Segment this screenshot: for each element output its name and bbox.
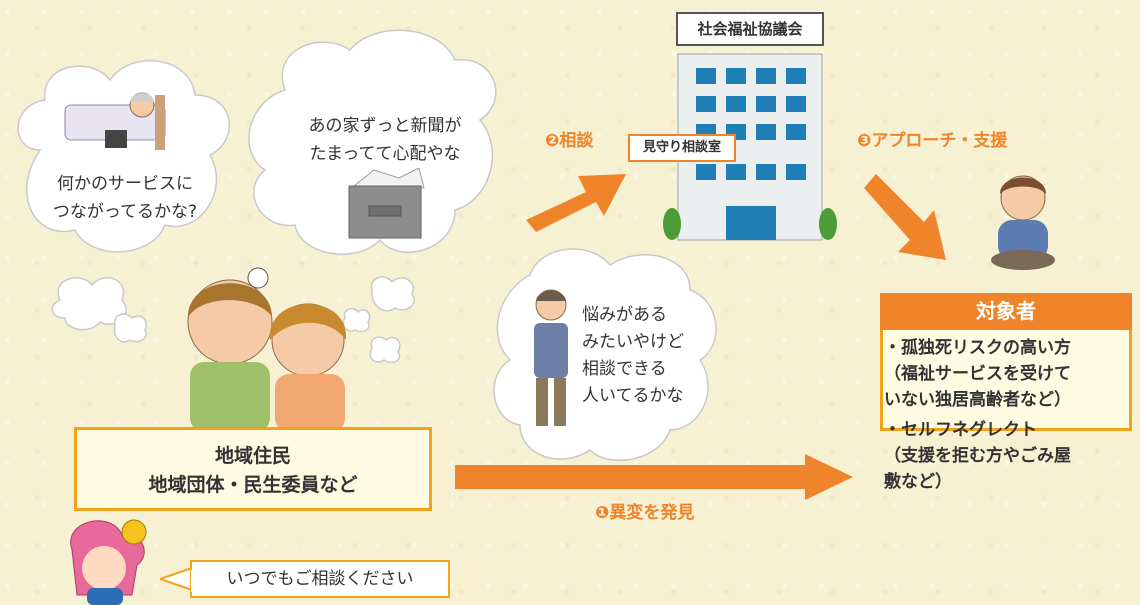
target-item-2: ・セルフネグレクト （支援を拒む方やごみ屋 敷など） <box>884 420 1071 492</box>
newspaper-thought-text: あの家ずっと新聞が たまってて心配やな <box>308 116 462 164</box>
speech-tail-icon <box>160 566 193 592</box>
small-cloud-2 <box>113 313 147 343</box>
newspaper-box-icon <box>348 168 425 239</box>
step3-arrow <box>864 174 946 260</box>
community-residents-box: 地域住民 地域団体・民生委員など <box>74 427 432 511</box>
step1-label: ❶異変を発見 <box>595 503 695 523</box>
elderly-in-bed-icon <box>64 92 166 150</box>
target-item-1: ・孤独死リスクの高い方 （福祉サービスを受けて いない独居高齢者など） <box>884 338 1071 410</box>
step1-arrow <box>455 454 853 500</box>
social-welfare-council-label: 社会福祉協議会 <box>676 12 824 46</box>
worried-man-icon <box>534 289 568 426</box>
newspaper-thought-cloud <box>248 29 497 255</box>
step3-label: ❸アプローチ・支援 <box>857 131 1008 151</box>
step2-label: ❷相談 <box>545 131 594 151</box>
watch-consultation-sign: 見守り相談室 <box>628 134 736 162</box>
small-cloud-4 <box>342 307 371 333</box>
small-cloud-3 <box>370 276 415 312</box>
residents-line1: 地域住民 <box>214 445 291 467</box>
target-body: ・孤独死リスクの高い方 （福祉サービスを受けて いない独居高齢者など） ・セルフ… <box>884 335 1134 515</box>
small-cloud-5 <box>369 336 401 364</box>
target-header: 対象者 <box>880 293 1132 330</box>
step2-arrow <box>526 174 626 232</box>
sad-child-icon <box>991 175 1055 270</box>
speech-tail-cover <box>191 570 195 592</box>
mascot-icon <box>70 519 147 605</box>
elderly-thought-text: 何かのサービスに つながってるかな? <box>52 174 198 222</box>
worried-thought-text: 悩みがある みたいやけど 相談できる 人いてるかな <box>582 305 684 406</box>
residents-line2: 地域団体・民生委員など <box>148 474 358 496</box>
residents-icon <box>187 267 347 432</box>
mascot-speech-bubble: いつでもご相談ください <box>190 560 450 598</box>
